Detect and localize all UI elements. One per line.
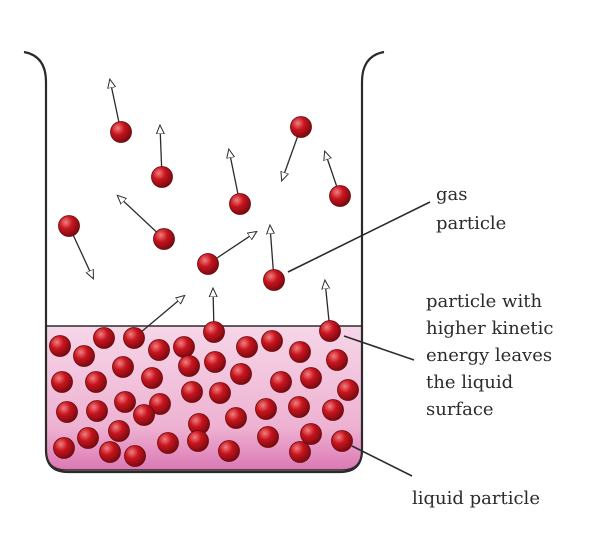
liquid-particle: [133, 404, 155, 426]
liquid-particle-label: liquid particle: [412, 488, 540, 509]
liquid-particle: [85, 371, 107, 393]
liquid-particle: [173, 336, 195, 358]
escaping-particle: [203, 321, 225, 343]
gas-particle: [110, 121, 132, 143]
escaping-particle: [319, 320, 341, 342]
liquid-particle: [225, 407, 247, 429]
liquid-particle: [337, 379, 359, 401]
gas-particle: [58, 215, 80, 237]
liquid-particle: [288, 396, 310, 418]
escape-leader-line: [343, 335, 415, 361]
liquid-particle: [181, 381, 203, 403]
gas-particle-label: gas particle: [436, 184, 506, 234]
liquid-particle: [77, 427, 99, 449]
liquid-particle: [187, 430, 209, 452]
liquid-particle: [93, 327, 115, 349]
liquid-particle: [255, 398, 277, 420]
liquid-particle: [149, 393, 171, 415]
liquid-particle: [157, 432, 179, 454]
liquid-particle: [326, 349, 348, 371]
liquid-particle: [257, 426, 279, 448]
escaping-particle-label: particle with higher kinetic energy leav…: [426, 291, 559, 420]
liquid-particle: [178, 355, 200, 377]
gas-particle: [329, 185, 351, 207]
liquid-particle: [114, 391, 136, 413]
gas-leader-line: [287, 201, 431, 273]
gas-particle: [290, 116, 312, 138]
liquid-particle: [73, 345, 95, 367]
liquid-particle: [124, 445, 146, 467]
liquid-particle: [331, 430, 353, 452]
liquid-particle: [230, 363, 252, 385]
gas-particle: [263, 269, 285, 291]
liquid-particle: [218, 440, 240, 462]
liquid-particle: [261, 330, 283, 352]
gas-particle: [153, 228, 175, 250]
liquid-particle: [148, 339, 170, 361]
liquid-particle: [141, 367, 163, 389]
liquid-particle: [322, 399, 344, 421]
liquid-particle: [49, 335, 71, 357]
liquid-particle: [53, 437, 75, 459]
liquid-particle: [108, 420, 130, 442]
liquid-particle: [56, 401, 78, 423]
liquid-particle: [300, 367, 322, 389]
liquid-particle: [300, 423, 322, 445]
gas-particle: [229, 193, 251, 215]
particles: [49, 116, 359, 467]
liquid-particle: [51, 371, 73, 393]
gas-particle: [151, 166, 173, 188]
liquid-particle: [289, 341, 311, 363]
liquid-leader-line: [351, 445, 413, 477]
leader-lines: [287, 201, 431, 477]
liquid-particle: [209, 382, 231, 404]
liquid-particle: [86, 400, 108, 422]
escaping-particle: [123, 327, 145, 349]
liquid-particle: [270, 371, 292, 393]
liquid-particle: [289, 441, 311, 463]
beaker: [23, 50, 385, 474]
liquid-particle: [236, 336, 258, 358]
liquid-particle: [112, 356, 134, 378]
gas-particle: [197, 253, 219, 275]
liquid-particle: [99, 441, 121, 463]
liquid-particle: [204, 351, 226, 373]
